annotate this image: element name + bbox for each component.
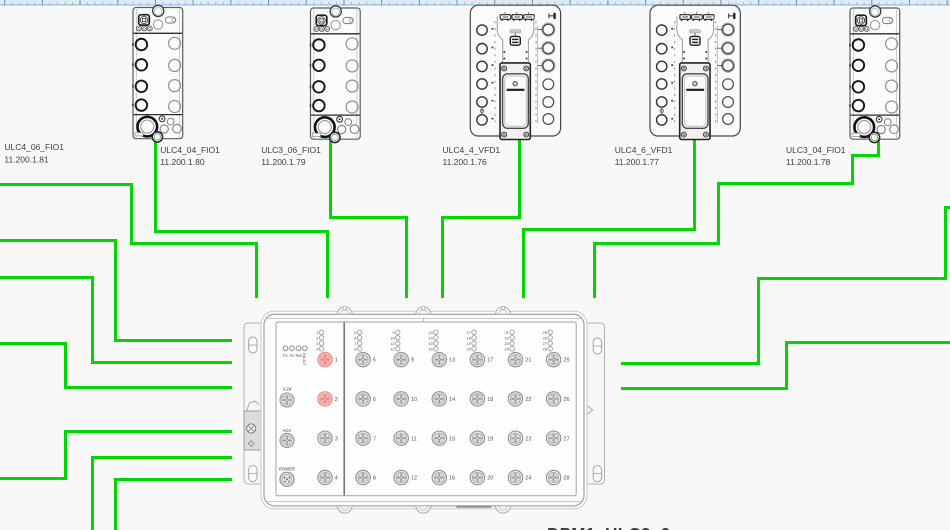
svg-text:ULC4_04_FIO1: ULC4_04_FIO1 bbox=[160, 145, 220, 155]
svg-text:2: 2 bbox=[316, 335, 319, 340]
svg-text:11: 11 bbox=[390, 341, 395, 346]
svg-text:16: 16 bbox=[428, 346, 433, 351]
svg-text:3: 3 bbox=[335, 436, 338, 442]
svg-text:25: 25 bbox=[543, 330, 548, 335]
svg-text:25: 25 bbox=[563, 358, 569, 364]
svg-text:4: 4 bbox=[316, 346, 319, 351]
svg-text:27: 27 bbox=[563, 436, 569, 442]
svg-text:21: 21 bbox=[504, 330, 509, 335]
svg-text:11.200.1.76: 11.200.1.76 bbox=[443, 157, 488, 167]
svg-text:ULC4_06_FIO1: ULC4_06_FIO1 bbox=[4, 142, 64, 152]
svg-text:15: 15 bbox=[449, 436, 455, 442]
svg-text:11.200.1.78: 11.200.1.78 bbox=[786, 157, 831, 167]
svg-text:11.200.1.77: 11.200.1.77 bbox=[615, 157, 660, 167]
svg-text:24: 24 bbox=[504, 346, 509, 351]
svg-text:24: 24 bbox=[525, 476, 531, 482]
svg-text:11.200.1.79: 11.200.1.79 bbox=[261, 157, 306, 167]
svg-text:28: 28 bbox=[563, 476, 569, 482]
svg-text:18: 18 bbox=[466, 335, 471, 340]
svg-text:20: 20 bbox=[487, 476, 493, 482]
svg-text:7: 7 bbox=[354, 341, 357, 346]
svg-text:9: 9 bbox=[411, 358, 414, 364]
svg-text:4: 4 bbox=[335, 476, 338, 482]
svg-text:5: 5 bbox=[354, 330, 357, 335]
svg-text:12: 12 bbox=[390, 346, 395, 351]
svg-text:FAULT: FAULT bbox=[302, 353, 307, 366]
svg-text:26: 26 bbox=[543, 335, 548, 340]
svg-text:21: 21 bbox=[525, 358, 531, 364]
svg-text:23: 23 bbox=[504, 341, 509, 346]
svg-text:12: 12 bbox=[411, 476, 417, 482]
svg-text:26: 26 bbox=[563, 397, 569, 403]
svg-text:ULC3_06_FIO1: ULC3_06_FIO1 bbox=[261, 145, 321, 155]
svg-text:14: 14 bbox=[428, 335, 433, 340]
svg-text:2: 2 bbox=[335, 397, 338, 403]
svg-text:11.200.1.80: 11.200.1.80 bbox=[160, 157, 205, 167]
svg-text:POWER: POWER bbox=[279, 466, 295, 471]
svg-text:6: 6 bbox=[354, 335, 357, 340]
svg-text:7: 7 bbox=[373, 436, 376, 442]
svg-text:ACA: ACA bbox=[283, 428, 292, 433]
svg-text:11: 11 bbox=[411, 436, 417, 442]
svg-text:22: 22 bbox=[525, 397, 531, 403]
svg-text:14: 14 bbox=[449, 397, 455, 403]
svg-text:ULC4_4_VFD1: ULC4_4_VFD1 bbox=[443, 145, 501, 155]
svg-text:17: 17 bbox=[487, 358, 493, 364]
svg-text:22: 22 bbox=[504, 335, 509, 340]
svg-text:19: 19 bbox=[487, 436, 493, 442]
svg-text:8: 8 bbox=[354, 346, 357, 351]
svg-text:19: 19 bbox=[466, 341, 471, 346]
svg-text:23: 23 bbox=[525, 436, 531, 442]
svg-text:RM: RM bbox=[295, 353, 301, 358]
svg-text:ULC4_6_VFD1: ULC4_6_VFD1 bbox=[615, 145, 673, 155]
svg-text:5: 5 bbox=[373, 358, 376, 364]
svg-text:11.200.1.81: 11.200.1.81 bbox=[4, 154, 49, 164]
svg-text:V.24: V.24 bbox=[283, 387, 292, 392]
svg-text:1: 1 bbox=[335, 358, 338, 364]
svg-text:13: 13 bbox=[449, 358, 455, 364]
svg-text:20: 20 bbox=[466, 346, 471, 351]
svg-text:DPM1_ULC3_6: DPM1_ULC3_6 bbox=[547, 524, 670, 530]
svg-text:10: 10 bbox=[390, 335, 395, 340]
svg-text:27: 27 bbox=[543, 341, 548, 346]
svg-text:18: 18 bbox=[487, 397, 493, 403]
svg-text:ULC3_04_FIO1: ULC3_04_FIO1 bbox=[786, 145, 846, 155]
svg-text:15: 15 bbox=[428, 341, 433, 346]
svg-text:8: 8 bbox=[373, 476, 376, 482]
svg-text:10: 10 bbox=[411, 397, 417, 403]
svg-text:16: 16 bbox=[449, 476, 455, 482]
svg-text:6: 6 bbox=[373, 397, 376, 403]
svg-text:17: 17 bbox=[466, 330, 471, 335]
svg-text:P1: P1 bbox=[283, 353, 289, 358]
svg-text:28: 28 bbox=[543, 346, 548, 351]
svg-text:9: 9 bbox=[392, 330, 395, 335]
svg-text:3: 3 bbox=[316, 341, 319, 346]
svg-text:13: 13 bbox=[428, 330, 433, 335]
svg-text:1: 1 bbox=[316, 330, 319, 335]
svg-text:P2: P2 bbox=[289, 353, 295, 358]
